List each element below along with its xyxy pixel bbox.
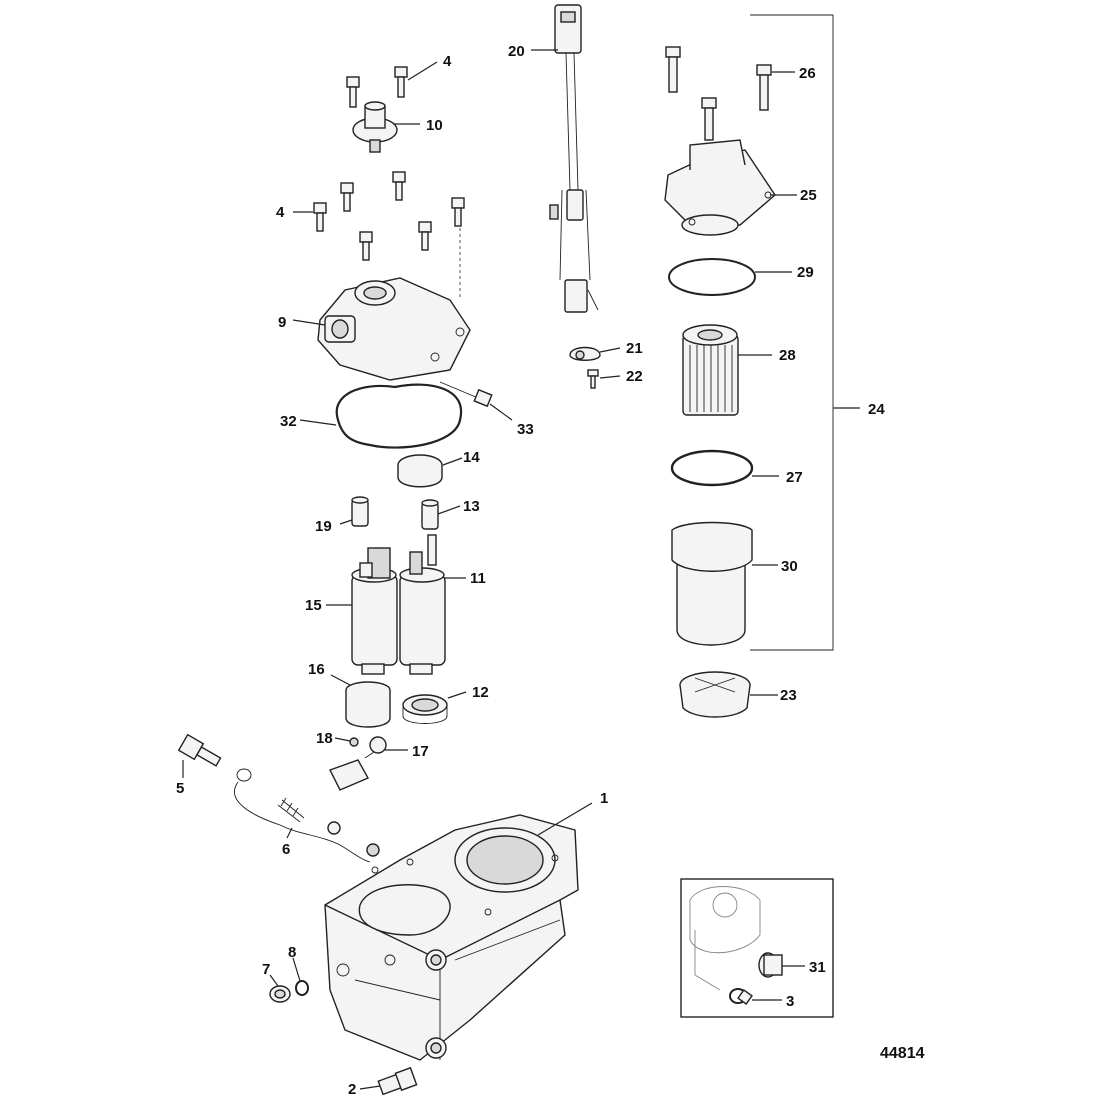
callout-label: 4: [443, 53, 452, 70]
filter-element: [682, 324, 739, 416]
o-ring: [670, 449, 754, 487]
harness-clamp: [569, 346, 601, 361]
callout-label: 29: [797, 264, 814, 281]
filter-cap: [664, 139, 776, 236]
callout-label: 14: [463, 449, 480, 466]
callout-label: 2: [348, 1081, 356, 1098]
callout-label: 22: [626, 368, 643, 385]
bolt: [313, 202, 327, 232]
callout-label: 32: [280, 413, 297, 430]
callout-label: 9: [278, 314, 286, 331]
fuel-module-housing: [324, 814, 579, 1061]
bolt: [340, 182, 354, 212]
callout-label: 5: [176, 780, 184, 797]
fitting: [177, 733, 222, 767]
screw: [587, 369, 599, 389]
pump-ring: [345, 681, 391, 728]
callout-label: 3: [786, 993, 794, 1010]
callout-label: 6: [282, 841, 290, 858]
o-ring: [729, 988, 753, 1005]
callout-label: 28: [779, 347, 796, 364]
bolt: [418, 221, 432, 251]
callout-label: 21: [626, 340, 643, 357]
callout-label: 18: [316, 730, 333, 747]
cover-gasket: [335, 383, 463, 449]
ball: [349, 737, 359, 747]
wiring-harness: [549, 4, 599, 313]
o-ring: [295, 980, 309, 996]
callout-label: 15: [305, 597, 322, 614]
callout-label: 31: [809, 959, 826, 976]
callout-label: 11: [470, 570, 486, 587]
callout-label: 30: [781, 558, 798, 575]
drain-fitting: [377, 1066, 418, 1096]
bolt: [394, 66, 408, 98]
filter-bowl: [671, 521, 753, 646]
pump-cup: [397, 454, 443, 488]
fuel-pump-left: [351, 547, 398, 675]
pump-cover: [317, 277, 471, 381]
callout-label: 16: [308, 661, 325, 678]
callout-label: 33: [517, 421, 534, 438]
callout-labels: 1 2 3 4 4 5 6 7 8 9 10 11 12 13 14 15 16…: [176, 43, 885, 1098]
callout-label: 10: [426, 117, 443, 134]
callout-label: 27: [786, 469, 803, 486]
sleeve: [351, 496, 369, 527]
bolt: [359, 231, 373, 261]
check-valve-kit: [234, 768, 380, 863]
callout-label: 4: [276, 204, 285, 221]
drain-cap: [679, 671, 751, 718]
seal: [402, 694, 448, 724]
bolt: [665, 46, 681, 93]
inlet-filter: [329, 736, 387, 791]
callout-label: 23: [780, 687, 797, 704]
bolt: [392, 171, 406, 201]
callout-label: 20: [508, 43, 525, 60]
callout-label: 17: [412, 743, 429, 760]
inset-housing-sketch: [689, 886, 761, 991]
callout-label: 25: [800, 187, 817, 204]
bolt: [756, 64, 772, 111]
callout-label: 1: [600, 790, 608, 807]
figure-number: 44814: [880, 1045, 925, 1062]
bolt: [701, 97, 717, 141]
callout-label: 12: [472, 684, 489, 701]
callout-label: 8: [288, 944, 296, 961]
fuel-pump-right: [399, 534, 446, 675]
bolt: [451, 197, 465, 227]
callout-label: 19: [315, 518, 332, 535]
plug: [269, 985, 291, 1003]
callout-label: 13: [463, 498, 480, 515]
callout-label: 7: [262, 961, 270, 978]
callout-label: 26: [799, 65, 816, 82]
callout-label: 24: [868, 401, 885, 418]
sleeve: [421, 499, 439, 530]
plug: [758, 952, 783, 978]
detail-inset: [680, 878, 834, 1018]
sensor: [439, 381, 493, 408]
o-ring: [668, 258, 756, 296]
bolt: [346, 76, 360, 108]
pressure-regulator: [352, 101, 398, 153]
